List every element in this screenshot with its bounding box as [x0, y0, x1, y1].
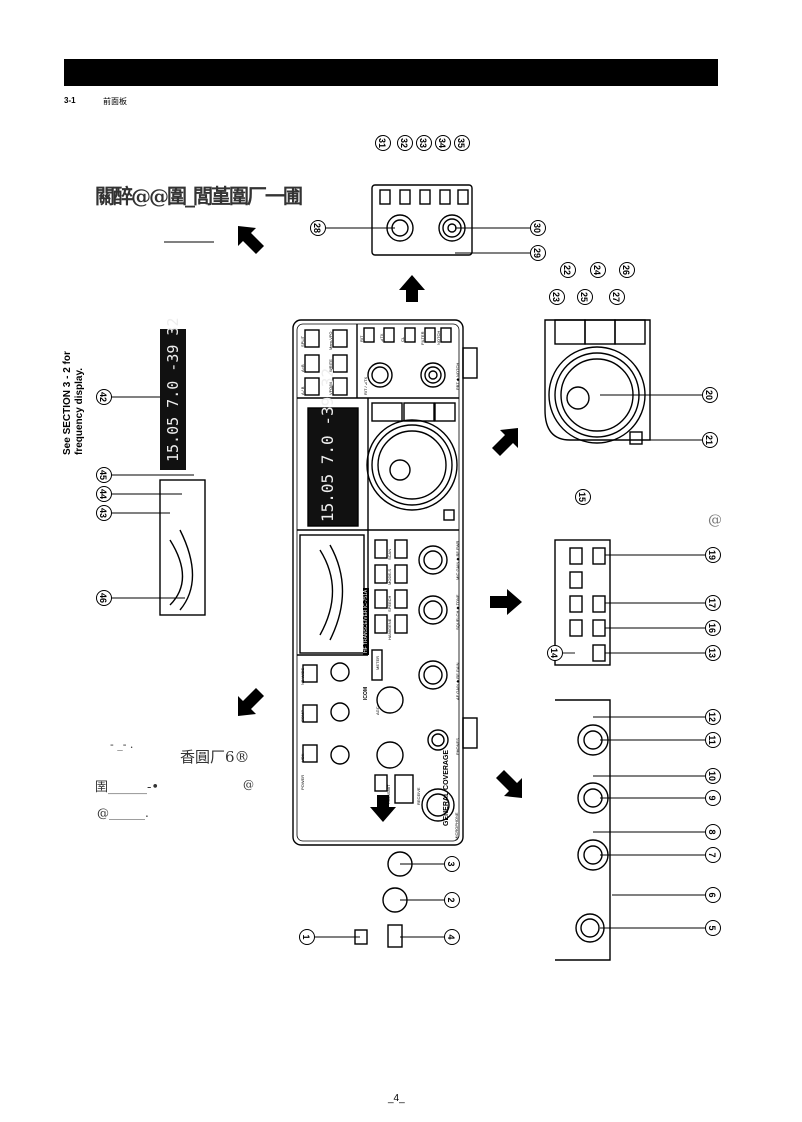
callout-10: 10: [705, 768, 721, 784]
ocr-text-top-left: 關醉@@圍_閭堇圍厂一圃: [95, 184, 303, 208]
label-rit: RIT: [359, 335, 364, 342]
label-transmit: TRANSMIT: [386, 784, 391, 805]
callout-27: 27: [609, 289, 625, 305]
page-number: _4_: [388, 1093, 405, 1104]
ocr-text-right: @: [708, 512, 722, 528]
label-mic-gain: MIC GAIN ◆ RF PWR: [455, 540, 460, 580]
arrow-right: [490, 589, 522, 615]
callout-1: 1: [299, 929, 315, 945]
label-split: SPLIT: [300, 335, 305, 347]
callout-25: 25: [577, 289, 593, 305]
callout-20: 20: [702, 387, 718, 403]
callout-33: 33: [416, 135, 432, 151]
label-rit-xit: RIT / ⊿TX: [363, 376, 368, 395]
label-vfo-m: VFO/M: [328, 382, 333, 395]
callout-24: 24: [590, 262, 606, 278]
label-comp: COMP: [300, 710, 305, 722]
label-nb-wide: NB WIDE: [300, 667, 305, 685]
callout-12: 12: [705, 709, 721, 725]
callout-29: 29: [530, 245, 546, 261]
callout-14: 14: [547, 645, 563, 661]
direction-arrows: [238, 226, 522, 822]
callout-15: 15: [575, 489, 591, 505]
label-receive: RECEIVE: [416, 787, 421, 805]
callout-44: 44: [96, 486, 112, 502]
callout-17: 17: [705, 595, 721, 611]
ocr-text-5: @______.: [97, 806, 149, 820]
callout-35: 35: [454, 135, 470, 151]
callout-31: 31: [375, 135, 391, 151]
section-title: 前面板: [103, 97, 127, 106]
callout-42: 42: [96, 389, 112, 405]
arrow-up: [399, 275, 425, 302]
label-a-slash-b: A / B: [300, 386, 305, 395]
callout-4: 4: [444, 929, 460, 945]
callout-13: 13: [705, 645, 721, 661]
label-speech: SPEECH: [387, 595, 392, 612]
callout-30: 30: [530, 220, 546, 236]
ocr-text-3: 圉______-•: [95, 780, 160, 795]
callout-26: 26: [619, 262, 635, 278]
label-general-coverage: GENERAL COVERAGE: [443, 749, 450, 826]
arrow-down-right: [496, 770, 522, 798]
label-meter: METER: [375, 656, 380, 670]
callout-7: 7: [705, 847, 721, 863]
callout-46: 46: [96, 590, 112, 606]
callout-16: 16: [705, 620, 721, 636]
label-agc: AGC: [375, 706, 380, 715]
callout-2: 2: [444, 892, 460, 908]
callout-45: 45: [96, 467, 112, 483]
label-pbt-notch: PBT ◆ NOTCH: [455, 362, 460, 390]
label-dtx: ⊿TX: [379, 333, 384, 342]
label-a-b: A=B: [300, 364, 305, 372]
callout-19: 19: [705, 547, 721, 563]
ocr-text-4: @: [243, 778, 254, 791]
arrow-up-right: [492, 428, 518, 456]
callout-8: 8: [705, 824, 721, 840]
label-notch: NOTCH: [436, 330, 441, 345]
callout-23: 23: [549, 289, 565, 305]
label-filter: FILTER: [420, 331, 425, 345]
callout-9: 9: [705, 790, 721, 806]
radio-body: [292, 319, 464, 846]
ocr-text-1: - _- .: [110, 738, 134, 751]
callout-3: 3: [444, 856, 460, 872]
label-mem-vfo: Mem-VFO: [328, 331, 333, 350]
note-line-2: frequency display.: [74, 367, 85, 455]
callout-11: 11: [705, 732, 721, 748]
label-microphone: MICROPHONE: [454, 812, 459, 840]
label-mode-s: MODE-S: [387, 569, 392, 585]
arrow-up-left: [238, 226, 264, 254]
label-af-rf-gain: AF GAIN ◆ RF GAIN: [455, 662, 460, 700]
callout-6: 6: [705, 887, 721, 903]
label-brand: ICOM: [363, 686, 369, 700]
arrow-down-left: [238, 688, 264, 716]
callout-21: 21: [702, 432, 718, 448]
label-power: POWER: [300, 774, 305, 790]
callout-22: 22: [560, 262, 576, 278]
label-vox: VOX: [300, 753, 305, 762]
label-write: WRITE: [328, 359, 333, 372]
frequency-note: See SECTION 3 - 2 for frequency display.: [62, 351, 86, 455]
label-cl: CL: [400, 336, 405, 342]
note-line-1: See SECTION 3 - 2 for: [62, 351, 73, 455]
label-phones: PHONES: [455, 738, 460, 755]
label-scan: SCAN: [387, 548, 392, 560]
section-number: 3-1: [64, 96, 76, 105]
callout-32: 32: [397, 135, 413, 151]
label-squelch-tone: SQUELCH ◆ TONE: [455, 594, 460, 630]
label-hamgene: HAM/GENE: [387, 618, 392, 640]
callout-28: 28: [310, 220, 326, 236]
header-bar: [64, 59, 718, 86]
ocr-text-2: 香圓厂6®: [180, 748, 250, 766]
label-model: HF TRANSCEIVER IC-751A: [363, 587, 369, 655]
callout-5: 5: [705, 920, 721, 936]
callout-34: 34: [435, 135, 451, 151]
frequency-display-detail: 15.05 7.0 -39 32: [160, 318, 186, 470]
arrow-down: [370, 795, 396, 822]
callout-43: 43: [96, 505, 112, 521]
